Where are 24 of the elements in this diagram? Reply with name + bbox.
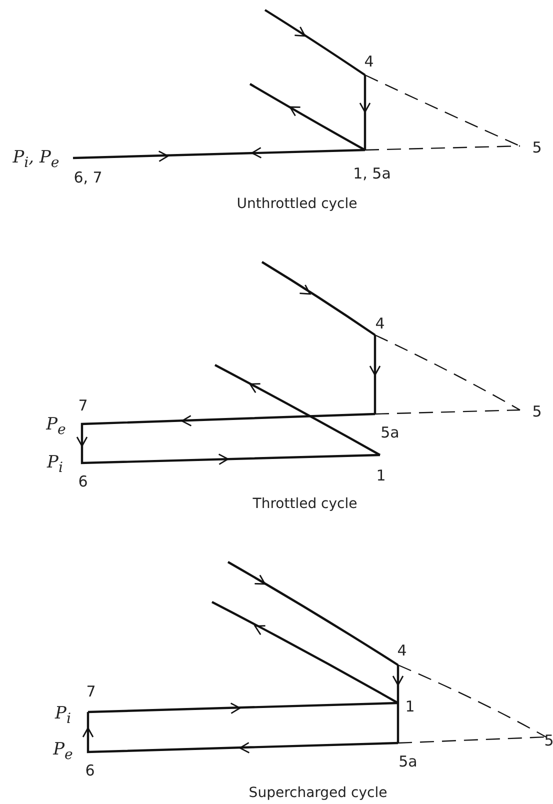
point-label: 7 [78,398,88,414]
point-label: 5 [532,140,542,156]
point-label: 4 [375,316,385,332]
point-label: 1, 5a [353,166,391,182]
pressure-label: P$_{e}$ [46,416,66,438]
point-label: 1 [376,468,386,484]
caption: Unthrottled cycle [236,197,358,211]
point-label: 4 [364,54,374,70]
pressure-label: P$_{i}$ [55,706,71,726]
pressure-label: P$_{i}$ [47,454,63,476]
point-label: 5 [532,404,542,420]
point-label: 5a [380,426,400,440]
point-label: 6 [85,764,95,778]
point-label: 6 [78,474,88,490]
point-label: 7 [86,684,96,700]
point-label: 5 [544,734,553,748]
pressure-label: P$_{e}$ [53,742,73,762]
point-label: 5a [398,754,418,770]
caption: Throttled cycle [252,497,358,511]
point-label: 4 [397,644,407,658]
point-label: 6, 7 [74,170,102,186]
pressure-label: P$_{i}$, P$_{e}$ [12,150,60,170]
caption: Supercharged cycle [248,786,388,800]
point-label: 1 [405,700,415,714]
